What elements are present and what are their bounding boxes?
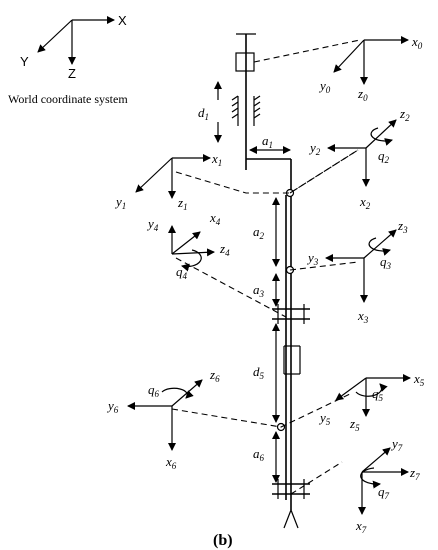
svg-text:z2: z2 xyxy=(399,106,410,123)
dashed-links xyxy=(171,39,361,495)
svg-text:x0: x0 xyxy=(411,34,423,51)
robot-structure xyxy=(231,33,310,529)
svg-text:x5: x5 xyxy=(413,371,425,388)
frame-4: y4 x4 z4 q4 xyxy=(146,210,230,281)
dim-a3: a3 xyxy=(253,282,265,299)
svg-text:y7: y7 xyxy=(390,436,403,453)
svg-text:z6: z6 xyxy=(209,367,220,384)
svg-text:x1: x1 xyxy=(211,151,222,168)
dim-d5: d5 xyxy=(253,364,265,381)
svg-text:q7: q7 xyxy=(378,484,390,501)
dim-a6: a6 xyxy=(253,446,265,463)
svg-text:z7: z7 xyxy=(409,465,420,482)
svg-text:z5: z5 xyxy=(349,416,360,433)
world-frame: X Z Y World coordinate system xyxy=(8,13,128,106)
dimension-arrows xyxy=(214,81,291,483)
svg-text:y5: y5 xyxy=(318,410,331,427)
svg-text:x7: x7 xyxy=(355,518,367,535)
svg-text:q5: q5 xyxy=(372,386,384,403)
svg-text:y1: y1 xyxy=(114,194,126,211)
svg-text:z0: z0 xyxy=(357,86,368,103)
frame-5: x5 y5 z5 q5 xyxy=(318,371,425,433)
svg-text:q2: q2 xyxy=(378,148,390,165)
svg-text:x3: x3 xyxy=(357,308,369,325)
dim-a1: a1 xyxy=(262,133,273,150)
svg-text:y2: y2 xyxy=(308,140,321,157)
world-x-label: X xyxy=(118,13,127,28)
svg-text:z1: z1 xyxy=(177,195,188,212)
world-caption: World coordinate system xyxy=(8,92,128,106)
svg-text:z4: z4 xyxy=(219,241,230,258)
frame-2: y2 x2 z2 q2 xyxy=(308,106,410,211)
svg-text:x2: x2 xyxy=(359,194,371,211)
slider-block xyxy=(235,52,255,72)
frame-6: y6 x6 z6 q6 xyxy=(106,367,220,471)
svg-text:q4: q4 xyxy=(176,264,188,281)
dimension-labels: d1 a1 a2 a3 d5 a6 xyxy=(198,105,273,463)
svg-text:y6: y6 xyxy=(106,398,119,415)
svg-text:y3: y3 xyxy=(306,250,319,267)
world-y-label: Y xyxy=(20,54,29,69)
svg-text:y0: y0 xyxy=(318,78,331,95)
figure-label: (b) xyxy=(213,532,233,549)
frame-3: y3 x3 z3 q3 xyxy=(306,218,408,325)
svg-text:x6: x6 xyxy=(165,454,177,471)
svg-text:x4: x4 xyxy=(209,210,221,227)
svg-text:q3: q3 xyxy=(380,254,392,271)
svg-text:y4: y4 xyxy=(146,216,159,233)
svg-text:z3: z3 xyxy=(397,218,408,235)
dim-d1: d1 xyxy=(198,105,209,122)
frame-7: y7 z7 x7 q7 xyxy=(355,436,420,535)
frame-1: x1 z1 y1 xyxy=(114,151,222,212)
dim-a2: a2 xyxy=(253,224,265,241)
svg-text:q6: q6 xyxy=(148,382,160,399)
frame-0: x0 z0 y0 xyxy=(318,34,423,103)
world-z-label: Z xyxy=(68,66,76,81)
